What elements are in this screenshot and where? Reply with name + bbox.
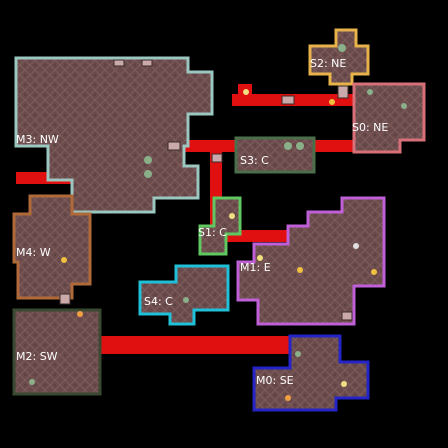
room-M4 — [12, 194, 92, 300]
monster-icon — [284, 142, 292, 150]
door-icon — [141, 59, 153, 67]
room-S3 — [234, 136, 316, 174]
room-M1 — [236, 196, 386, 326]
room-M0 — [252, 334, 370, 412]
door-icon — [113, 59, 125, 67]
monster-icon — [367, 89, 373, 95]
item-icon — [61, 257, 67, 263]
monster-icon — [401, 103, 407, 109]
room-label-s2: S2: NE — [310, 57, 346, 70]
room-label-s3: S3: C — [240, 154, 269, 167]
room-border — [352, 82, 426, 154]
door-icon — [59, 293, 71, 305]
room-S2 — [308, 28, 370, 86]
room-floor — [236, 138, 314, 172]
room-label-m4: M4: W — [16, 246, 51, 259]
door-icon — [211, 153, 223, 163]
room-border — [12, 194, 92, 300]
room-S0 — [352, 82, 426, 154]
room-floor — [354, 84, 424, 152]
room-border — [12, 308, 102, 396]
room-label-m0: M0: SE — [256, 374, 294, 387]
room-border — [308, 28, 370, 86]
room-border — [252, 334, 370, 412]
item-icon — [341, 381, 347, 387]
room-border — [236, 196, 386, 326]
monster-icon — [295, 351, 301, 357]
item-icon — [297, 267, 303, 273]
props — [29, 44, 407, 401]
room-floor — [14, 310, 100, 394]
monster-icon — [144, 170, 152, 178]
room-labels: M3: NW S2: NE S0: NE S3: C S1: C M1: E M… — [16, 57, 388, 387]
room-M2 — [12, 308, 102, 396]
room-label-s4: S4: C — [144, 295, 173, 308]
monster-icon — [338, 44, 346, 52]
room-label-m1: M1: E — [240, 261, 271, 274]
door-icon — [281, 95, 295, 105]
room-label-m3: M3: NW — [16, 133, 59, 146]
item-icon — [371, 269, 377, 275]
room-label-m2: M2: SW — [16, 350, 58, 363]
room-S4 — [138, 264, 230, 326]
room-M3 — [14, 56, 214, 214]
monster-icon — [296, 142, 304, 150]
room-S1 — [198, 196, 242, 256]
item-icon — [353, 243, 359, 249]
room-floor — [14, 196, 90, 298]
corridor-lower — [100, 336, 290, 354]
door-icon — [341, 311, 353, 321]
item-icon — [257, 255, 263, 261]
room-floor — [310, 30, 368, 84]
room-floor — [238, 198, 384, 324]
room-border — [14, 56, 214, 214]
item-icon — [243, 89, 249, 95]
monster-icon — [183, 297, 189, 303]
room-floor — [200, 198, 240, 254]
item-icon — [285, 395, 291, 401]
door-icon — [337, 85, 349, 99]
room-floor — [16, 58, 212, 212]
item-icon — [77, 311, 83, 317]
room-border — [138, 264, 230, 326]
room-label-s1: S1: C — [198, 226, 227, 239]
room-border — [234, 136, 316, 174]
room-border — [198, 196, 242, 256]
monster-icon — [29, 379, 35, 385]
item-icon — [329, 99, 335, 105]
room-label-s0: S0: NE — [352, 121, 388, 134]
corridor-mid-right — [226, 230, 290, 242]
door-icon — [167, 141, 181, 151]
item-icon — [229, 213, 235, 219]
monster-icon — [144, 156, 152, 164]
